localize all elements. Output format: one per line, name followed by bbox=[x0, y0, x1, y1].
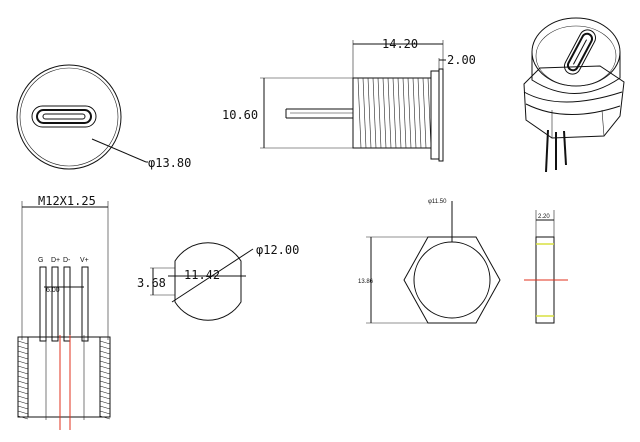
section-thread-line bbox=[17, 340, 29, 345]
pin-label-dminus: D- bbox=[63, 257, 71, 264]
section-thread-line bbox=[99, 395, 111, 400]
section-thread-line bbox=[99, 380, 111, 385]
section-thread-line bbox=[99, 365, 111, 370]
pin-section-view: M12X1.25 G D+ D- V+ 6.00 bbox=[17, 194, 111, 430]
thread-line bbox=[367, 77, 372, 149]
section-thread-line bbox=[17, 385, 29, 390]
nut-height-label: 13.86 bbox=[358, 279, 374, 285]
section-threaded-body bbox=[17, 336, 111, 418]
section-thread-line bbox=[99, 370, 111, 375]
thread-line bbox=[377, 77, 382, 149]
iso-port-slot bbox=[563, 29, 597, 75]
section-thread-line bbox=[17, 395, 29, 400]
section-threads bbox=[17, 340, 111, 420]
nut-bore bbox=[413, 241, 491, 319]
pin-label-dplus: D+ bbox=[51, 257, 60, 264]
section-thread-line bbox=[99, 390, 111, 395]
pin-dminus bbox=[63, 266, 71, 342]
iso-cap-top bbox=[531, 17, 621, 87]
pin-label-g: G bbox=[38, 257, 43, 264]
nut-side-view: 2.20 bbox=[524, 210, 568, 324]
usb-c-port-inner bbox=[36, 109, 92, 124]
flange-thickness-label: 2.00 bbox=[447, 53, 476, 67]
nut-inner-diameter-label: φ11.50 bbox=[428, 199, 447, 205]
thread-lines bbox=[357, 77, 432, 149]
pin-vplus bbox=[81, 266, 89, 342]
section-thread-line bbox=[99, 415, 111, 420]
pin-span-label: 6.00 bbox=[46, 287, 60, 294]
section-thread-line bbox=[17, 415, 29, 420]
thread-line bbox=[417, 77, 422, 149]
thread-line bbox=[412, 77, 417, 149]
nut-front-view: φ11.50 13.86 bbox=[358, 199, 501, 324]
usb-c-tongue bbox=[42, 113, 86, 120]
thread-line bbox=[392, 77, 397, 149]
thread-line bbox=[357, 77, 362, 149]
section-thread-line bbox=[99, 410, 111, 415]
section-thread-line bbox=[99, 340, 111, 345]
iso-nut bbox=[523, 65, 625, 139]
nut-hexagon bbox=[403, 236, 501, 324]
face-diameter-leader bbox=[91, 138, 147, 163]
section-thread-line bbox=[17, 355, 29, 360]
section-thread-line bbox=[17, 400, 29, 405]
panel-cutout-view: 11.42 3.68 φ12.00 bbox=[137, 242, 299, 321]
nut-thickness-label: 2.20 bbox=[538, 214, 550, 220]
thread-spec-label: M12X1.25 bbox=[38, 194, 96, 208]
thread-line bbox=[422, 77, 427, 149]
cutout-outline bbox=[174, 242, 242, 321]
section-thread-line bbox=[99, 375, 111, 380]
section-thread-line bbox=[99, 360, 111, 365]
section-thread-line bbox=[17, 370, 29, 375]
cutout-flat-label: 3.68 bbox=[137, 276, 166, 290]
pin-dplus bbox=[51, 266, 59, 342]
front-face-outer-circle bbox=[16, 64, 122, 170]
thread-line bbox=[372, 77, 377, 149]
section-thread-line bbox=[99, 355, 111, 360]
cutout-diameter-label: φ12.00 bbox=[256, 243, 299, 257]
section-thread-line bbox=[17, 350, 29, 355]
face-diameter-label: φ13.80 bbox=[148, 156, 191, 170]
section-thread-line bbox=[99, 385, 111, 390]
thread-line bbox=[362, 77, 367, 149]
section-thread-line bbox=[99, 345, 111, 350]
pin-label-vplus: V+ bbox=[80, 257, 89, 264]
section-thread-line bbox=[17, 365, 29, 370]
side-view: 14.20 2.00 10.60 bbox=[222, 37, 476, 162]
section-thread-line bbox=[17, 390, 29, 395]
thread-line bbox=[402, 77, 407, 149]
front-face-view: φ13.80 bbox=[16, 64, 191, 170]
section-thread-line bbox=[99, 405, 111, 410]
cutout-width-label: 11.42 bbox=[184, 268, 220, 282]
cutout-diameter-leader bbox=[171, 248, 254, 303]
section-thread-line bbox=[17, 375, 29, 380]
pin-g bbox=[39, 266, 47, 342]
section-thread-line bbox=[17, 360, 29, 365]
height-label: 10.60 bbox=[222, 108, 258, 122]
isometric-view bbox=[523, 17, 625, 173]
section-thread-line bbox=[17, 410, 29, 415]
length-label: 14.20 bbox=[382, 37, 418, 51]
thread-line bbox=[397, 77, 402, 149]
thread-line bbox=[387, 77, 392, 149]
section-thread-line bbox=[99, 400, 111, 405]
section-thread-line bbox=[17, 380, 29, 385]
section-thread-line bbox=[17, 345, 29, 350]
flange bbox=[430, 70, 440, 160]
thread-line bbox=[407, 77, 412, 149]
usb-c-port-outline bbox=[31, 105, 97, 128]
thread-line bbox=[382, 77, 387, 149]
front-face-inner-circle bbox=[19, 67, 119, 167]
section-thread-line bbox=[17, 405, 29, 410]
section-thread-line bbox=[99, 350, 111, 355]
